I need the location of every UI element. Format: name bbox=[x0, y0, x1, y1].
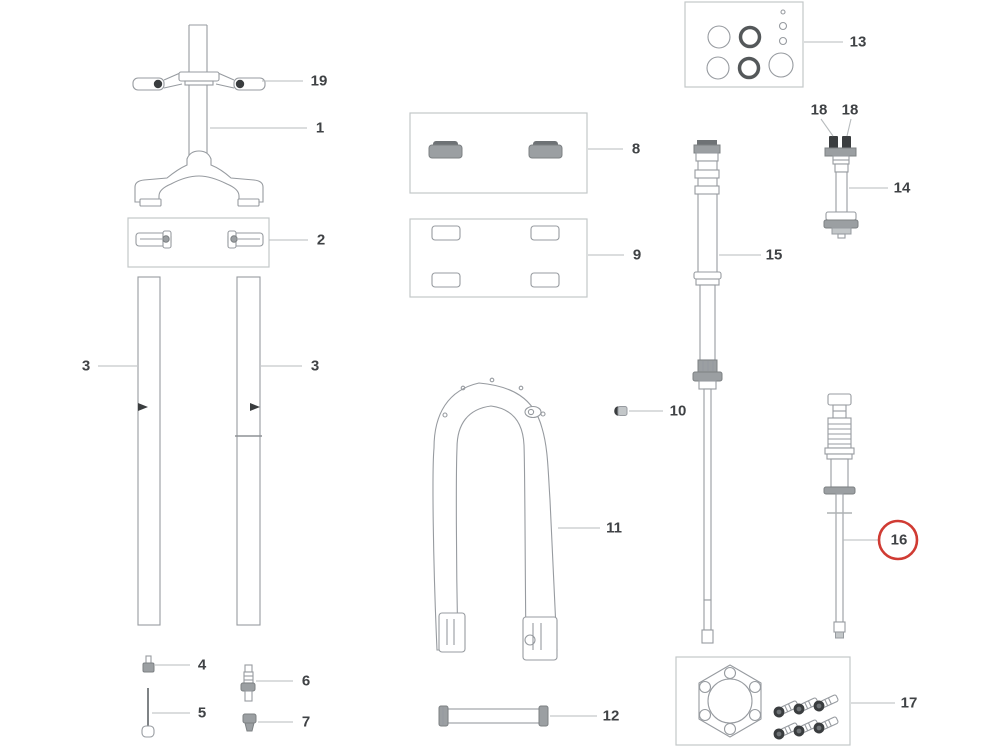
callout-6-label: 6 bbox=[302, 673, 310, 690]
part-3-right-tube-drawing bbox=[235, 276, 262, 626]
callout-18b-label: 18 bbox=[842, 102, 859, 119]
part-5-rod-drawing bbox=[141, 688, 155, 738]
callout-8-label: 8 bbox=[632, 141, 640, 158]
callout-3l-label: 3 bbox=[82, 358, 90, 375]
part-9-foam-ring-box-drawing bbox=[409, 218, 588, 298]
callout-13-label: 13 bbox=[850, 34, 867, 51]
part-11-lower-legs-drawing bbox=[432, 377, 558, 661]
callout-10-label: 10 bbox=[670, 403, 687, 420]
callout-3r-label: 3 bbox=[311, 358, 319, 375]
highlight-circle bbox=[877, 519, 919, 561]
disc-flange bbox=[698, 664, 762, 738]
callout-16-label: 16 bbox=[891, 532, 908, 549]
part-10-plug-drawing bbox=[614, 406, 628, 416]
callout-1-label: 1 bbox=[316, 120, 324, 137]
part-13-service-kit-box-drawing bbox=[684, 1, 804, 88]
callout-4-label: 4 bbox=[198, 657, 207, 674]
callout-9-label: 9 bbox=[633, 247, 641, 264]
callout-2-label: 2 bbox=[317, 232, 325, 249]
part-8-seal-kit-box-drawing bbox=[409, 112, 588, 194]
part-4-bolt-drawing bbox=[142, 655, 155, 673]
part-6-valve-drawing bbox=[240, 664, 256, 702]
callout-14-label: 14 bbox=[894, 180, 911, 197]
callout-11-label: 11 bbox=[606, 520, 622, 537]
part-7-cone-nut-drawing bbox=[242, 713, 257, 732]
callout-5-label: 5 bbox=[198, 705, 206, 722]
part-3-left-tube-drawing bbox=[137, 276, 161, 626]
callout-labels: 19 1 2 3 3 4 5 6 7 8 9 10 11 12 13 14 15… bbox=[82, 34, 918, 731]
callout-17-label: 17 bbox=[901, 695, 918, 712]
callout-18b-leader bbox=[846, 118, 852, 137]
part-17-hardware-box-drawing bbox=[675, 656, 851, 746]
callout-15-label: 15 bbox=[766, 247, 783, 264]
part-1-crown-steerer-drawing bbox=[134, 24, 264, 207]
part-16-air-spring-drawing bbox=[823, 393, 856, 639]
part-2-hardware-box-drawing bbox=[127, 217, 270, 268]
dropout-right bbox=[522, 616, 558, 661]
callout-7-label: 7 bbox=[302, 714, 310, 731]
callout-18a-leader bbox=[820, 118, 834, 137]
leader-lines bbox=[98, 41, 895, 723]
callout-12-label: 12 bbox=[603, 708, 620, 725]
part-15-damper-drawing bbox=[692, 140, 723, 644]
part-19-clamp-bar-drawing bbox=[132, 71, 266, 91]
callout-18a-label: 18 bbox=[811, 102, 828, 119]
callout-19-label: 19 bbox=[311, 73, 328, 90]
part-14-topcap-drawing bbox=[823, 136, 859, 239]
wiper-seal-left bbox=[428, 141, 463, 159]
dropout-left bbox=[438, 612, 466, 653]
wiper-seal-right bbox=[528, 141, 563, 159]
part-12-axle-drawing bbox=[438, 705, 549, 727]
